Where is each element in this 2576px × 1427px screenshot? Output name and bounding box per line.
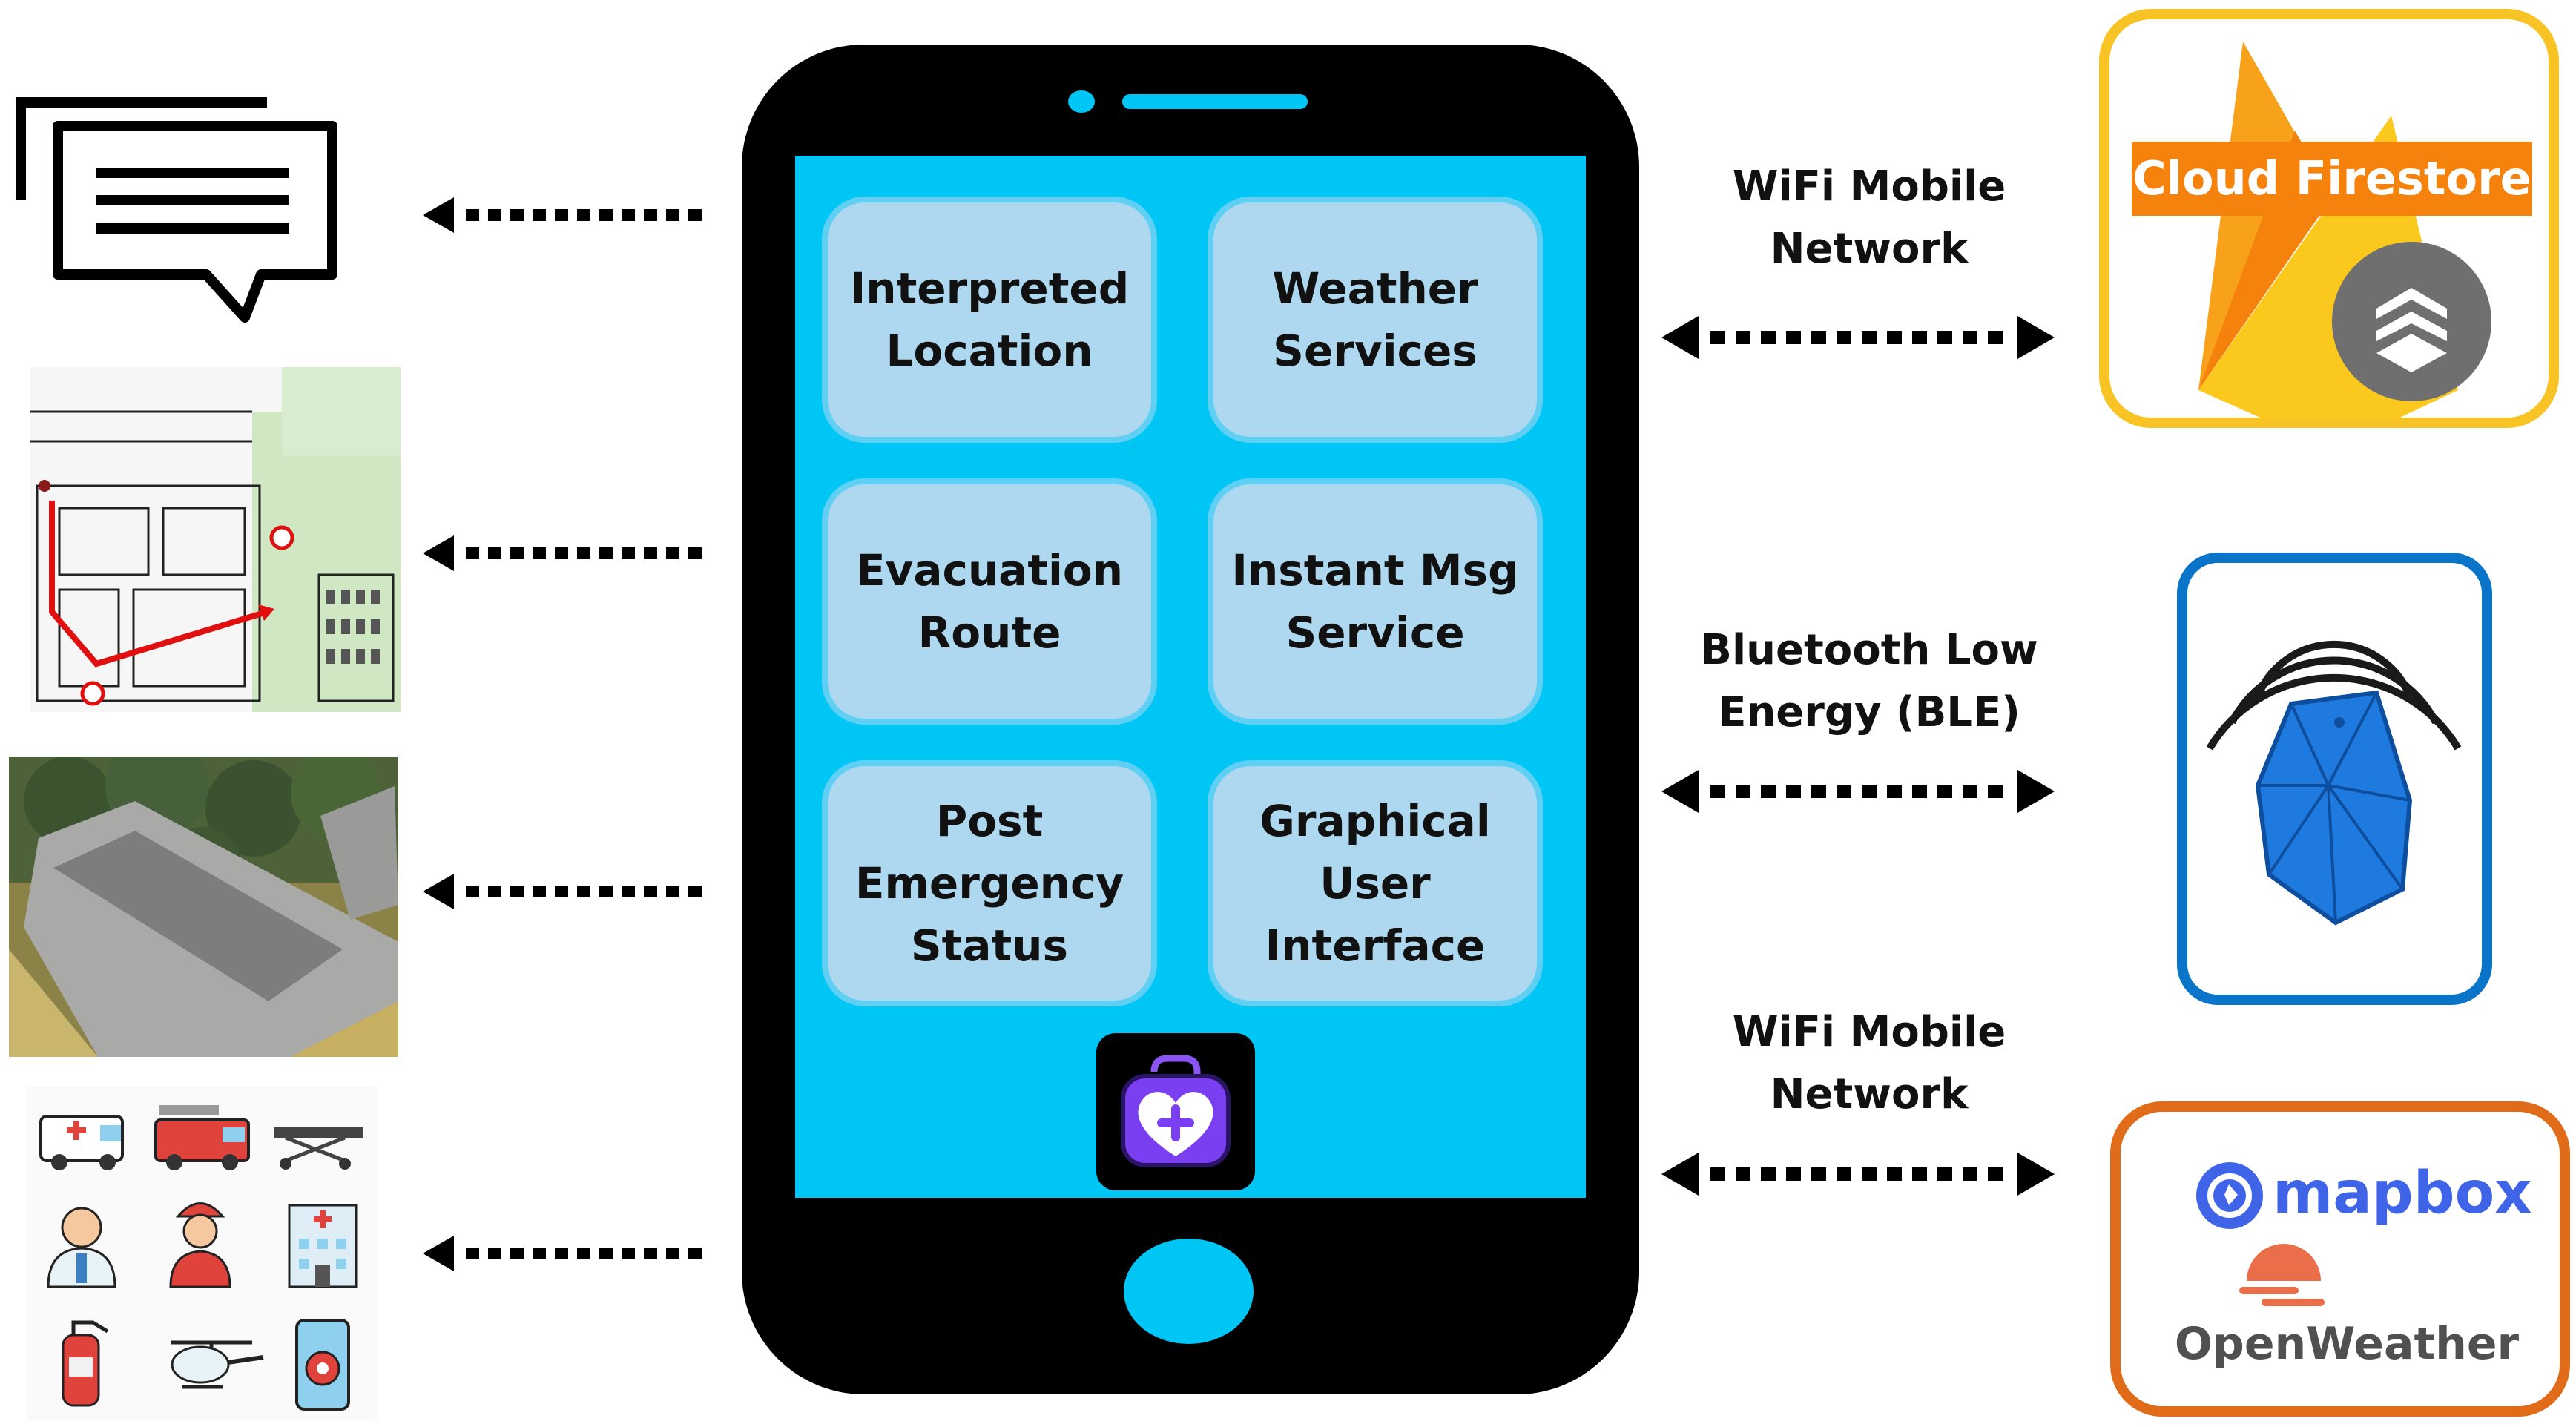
- emergency-phone-icon: [295, 1319, 350, 1411]
- tile-label: Interpreted Location: [849, 263, 1130, 376]
- mapbox-label: mapbox: [2273, 1160, 2532, 1227]
- ble-beacon-icon: [2206, 641, 2462, 926]
- aerial-building-photo: [9, 757, 398, 1057]
- ambulance-icon: [39, 1115, 124, 1170]
- tile-post-emergency-status[interactable]: Post Emergency Status: [822, 760, 1157, 1006]
- tile-label: Evacuation Route: [855, 545, 1124, 658]
- label-line: Network: [1770, 1070, 1969, 1118]
- openweather-label: OpenWeather: [2174, 1318, 2520, 1370]
- arrow-to-emergency-icons: [423, 1231, 705, 1276]
- arrow-to-chat: [423, 193, 705, 237]
- label-line: Energy (BLE): [1718, 688, 2020, 736]
- ble-beacon-card: [2177, 553, 2492, 1005]
- stretcher-icon: [274, 1127, 363, 1170]
- cloud-firestore-card: Cloud Firestore: [2099, 9, 2559, 428]
- emergency-services-icons-grid: [26, 1087, 378, 1420]
- arrow-to-aerial-photo: [423, 869, 705, 914]
- connection-label-wifi-1: WiFi Mobile Network: [1661, 156, 2077, 280]
- connection-label-ble: Bluetooth Low Energy (BLE): [1661, 619, 2077, 744]
- tile-interpreted-location[interactable]: Interpreted Location: [822, 197, 1157, 443]
- mapbox-logo-icon: [2196, 1162, 2263, 1229]
- evacuation-floor-plan-image: [30, 367, 401, 712]
- connection-label-wifi-2: WiFi Mobile Network: [1661, 1001, 2077, 1126]
- tile-label: Instant Msg Service: [1231, 545, 1519, 658]
- chat-messages-icon: [15, 96, 341, 326]
- medical-kit-heart-icon[interactable]: [1096, 1033, 1255, 1190]
- tile-evacuation-route[interactable]: Evacuation Route: [822, 478, 1157, 725]
- fire-extinguisher-icon: [62, 1320, 109, 1407]
- phone-speaker: [1122, 94, 1308, 109]
- tile-graphical-user-interface[interactable]: Graphical User Interface: [1208, 760, 1543, 1006]
- arrow-to-floor-plan: [423, 531, 705, 576]
- firestore-label: Cloud Firestore: [2132, 142, 2532, 216]
- tile-label: Post Emergency Status: [854, 796, 1124, 971]
- doctor-icon: [47, 1207, 116, 1288]
- bidirectional-arrow-map-weather: [1661, 1148, 2055, 1200]
- firestore-icon: [2332, 242, 2491, 401]
- label-line: WiFi Mobile: [1732, 1008, 2006, 1056]
- helicopter-icon: [171, 1340, 264, 1389]
- phone-home-button[interactable]: [1124, 1239, 1254, 1344]
- phone-camera: [1068, 90, 1095, 113]
- bidirectional-arrow-ble: [1661, 765, 2055, 817]
- tile-label: Weather Services: [1272, 263, 1478, 376]
- label-line: WiFi Mobile: [1732, 162, 2006, 211]
- fire-truck-icon: [154, 1105, 250, 1170]
- bidirectional-arrow-firestore: [1661, 312, 2055, 363]
- tile-weather-services[interactable]: Weather Services: [1208, 197, 1543, 443]
- openweather-sun-icon: [2239, 1244, 2325, 1306]
- hospital-icon: [288, 1204, 358, 1288]
- tile-label: Graphical User Interface: [1259, 796, 1491, 971]
- label-line: Bluetooth Low: [1700, 626, 2038, 674]
- tile-instant-msg-service[interactable]: Instant Msg Service: [1208, 478, 1543, 725]
- label-line: Network: [1770, 225, 1969, 273]
- map-weather-card: mapbox OpenWeather: [2110, 1101, 2570, 1417]
- firefighter-icon: [169, 1202, 231, 1288]
